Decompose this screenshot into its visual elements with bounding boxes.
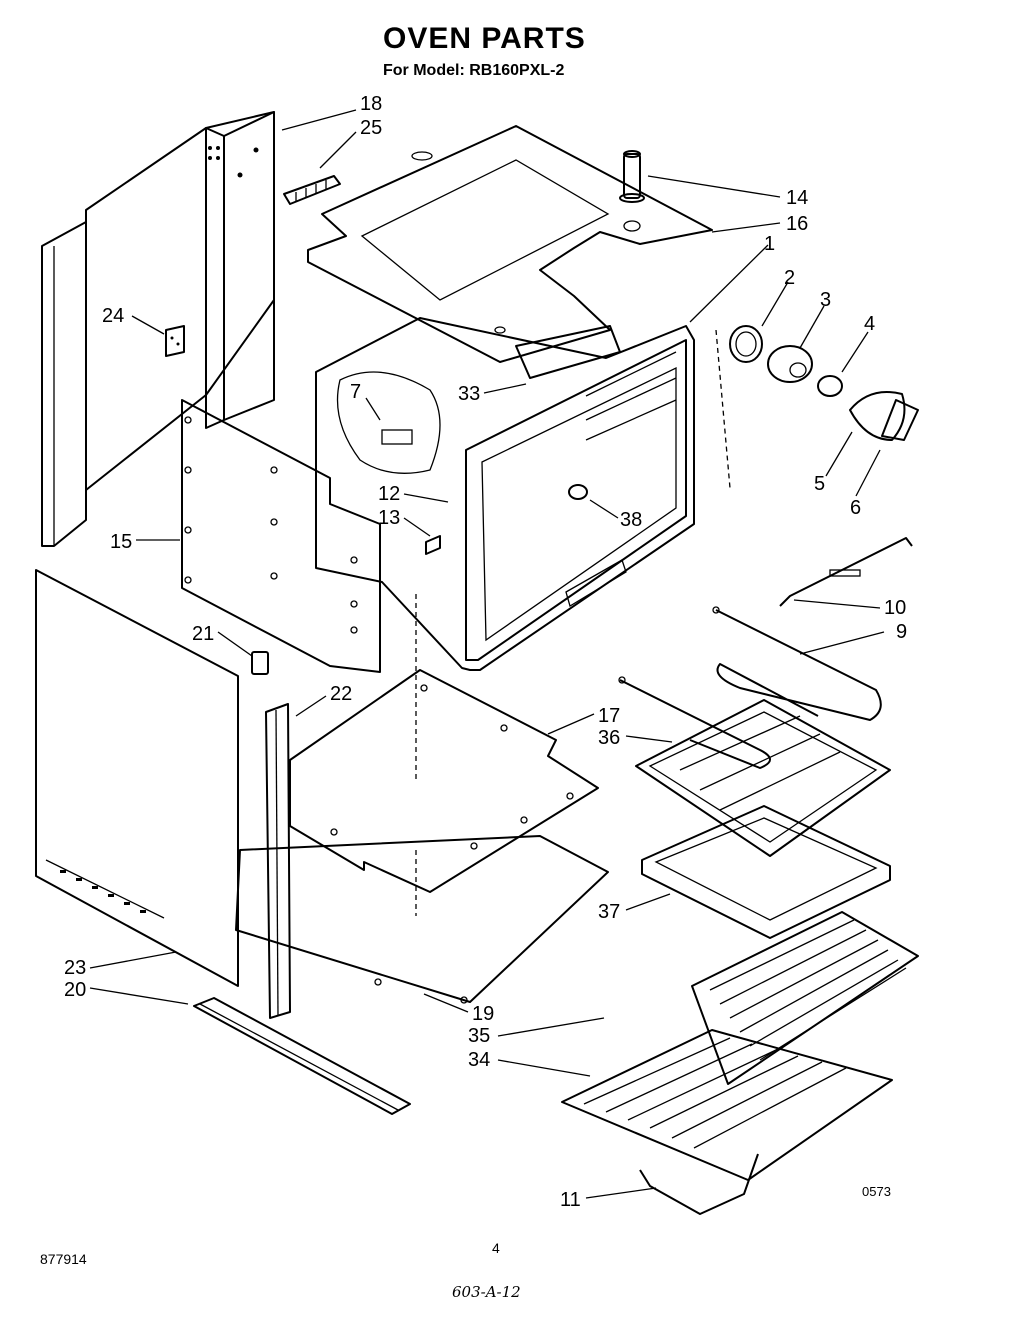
callout-35: 35 — [468, 1025, 490, 1047]
callout-labels: 18 25 14 16 1 2 3 4 24 7 33 5 6 12 13 38… — [64, 93, 907, 1211]
part-4-light-bulb — [817, 375, 843, 397]
callout-33: 33 — [458, 383, 480, 405]
part-36-broiler-grid — [635, 699, 891, 857]
part-34-oven-rack — [561, 1029, 893, 1181]
part-1-oven-cavity — [315, 317, 695, 671]
left-side-strip — [41, 221, 87, 547]
callout-3: 3 — [820, 289, 831, 311]
handwritten-note: 603-A-12 — [452, 1283, 521, 1301]
callout-18: 18 — [360, 93, 382, 115]
page-number: 4 — [492, 1240, 500, 1256]
callout-10: 10 — [884, 597, 906, 619]
callout-12: 12 — [378, 483, 400, 505]
part-9-bake-element — [618, 606, 882, 769]
part-20-base-channel — [193, 997, 411, 1115]
callout-6: 6 — [850, 497, 861, 519]
callout-13: 13 — [378, 507, 400, 529]
model-subtitle: For Model: RB160PXL-2 — [383, 62, 565, 79]
part-38-cavity-knob — [568, 484, 588, 500]
callout-2: 2 — [784, 267, 795, 289]
part-15-side-panel — [181, 399, 381, 673]
callout-7: 7 — [350, 381, 361, 403]
callout-19: 19 — [472, 1003, 494, 1025]
callout-17: 17 — [598, 705, 620, 727]
callout-37: 37 — [598, 901, 620, 923]
callout-20: 20 — [64, 979, 86, 1001]
part-22-trim-strip — [265, 703, 291, 1019]
callout-11: 11 — [560, 1189, 581, 1211]
callout-23: 23 — [64, 957, 86, 979]
callout-1: 1 — [764, 233, 775, 255]
diagram-code: 0573 — [862, 1184, 891, 1199]
callout-38: 38 — [620, 509, 642, 531]
callout-24: 24 — [102, 305, 124, 327]
callout-25: 25 — [360, 117, 382, 139]
part-23-outer-side-panel — [35, 569, 239, 987]
part-14-vent-tube — [619, 150, 645, 203]
callout-14: 14 — [786, 187, 808, 209]
callout-15: 15 — [110, 531, 132, 553]
callout-9: 9 — [896, 621, 907, 643]
part-11-rack-support — [639, 1153, 759, 1215]
page-title: OVEN PARTS — [383, 22, 586, 55]
document-number: 877914 — [40, 1251, 87, 1267]
part-10-element-bracket — [779, 537, 913, 607]
part-21-clip — [251, 651, 269, 675]
callout-21: 21 — [192, 623, 214, 645]
callout-4: 4 — [864, 313, 875, 335]
part-16-top-panel — [307, 125, 713, 363]
part-5-light-lens — [849, 391, 906, 441]
callout-34: 34 — [468, 1049, 490, 1071]
part-35-oven-rack — [691, 911, 919, 1085]
part-2-light-socket-ring — [729, 325, 763, 363]
part-17-bottom-insulation — [289, 669, 599, 893]
part-24-bracket — [165, 325, 185, 357]
callout-5: 5 — [814, 473, 825, 495]
leader-lines — [89, 109, 885, 1199]
part-25-terminal-block — [283, 175, 341, 205]
part-6-lens-gasket — [881, 399, 919, 441]
part-13-clip — [425, 535, 441, 555]
part-19-bottom-panel — [235, 835, 609, 1004]
part-3-light-socket — [767, 345, 813, 383]
callout-22: 22 — [330, 683, 352, 705]
callout-16: 16 — [786, 213, 808, 235]
part-37-broiler-pan — [641, 805, 891, 939]
callout-36: 36 — [598, 727, 620, 749]
